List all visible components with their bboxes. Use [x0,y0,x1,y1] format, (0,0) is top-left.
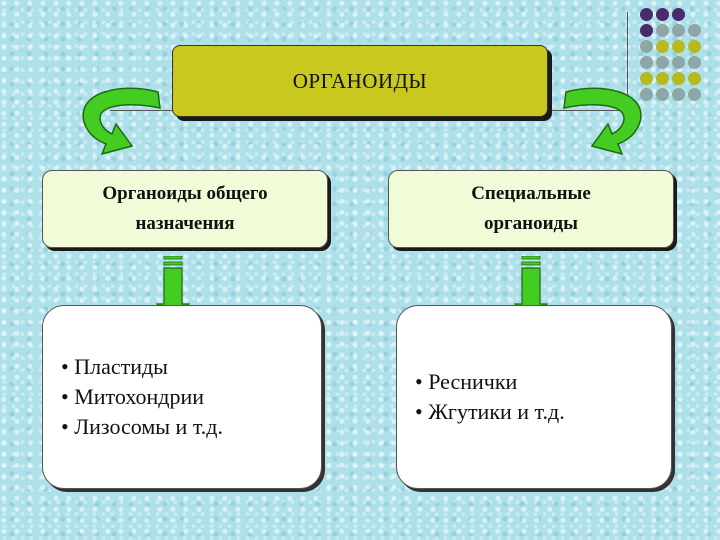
decorative-dot [656,40,669,53]
list-item: • Жгутики и т.д. [415,399,565,424]
decorative-dot [688,56,701,69]
decorative-dot [656,88,669,101]
decorative-dot [656,56,669,69]
decorative-dot [672,8,685,21]
decorative-dot [640,8,653,21]
decorative-dot [640,56,653,69]
category-general-line2: назначения [135,213,235,234]
curved-arrow-icon-right [563,87,642,156]
decorative-dot [688,88,701,101]
decorative-vertical-line [627,12,628,132]
decorative-dot [688,72,701,85]
decorative-dot [656,72,669,85]
category-general-line1: Органоиды общего [102,183,268,204]
list-special-box: • Реснички • Жгутики и т.д. [396,305,672,489]
decorative-dot [688,24,701,37]
decorative-dot [640,88,653,101]
title-box: ОРГАНОИДЫ [172,45,548,117]
category-special-line1: Специальные [471,183,591,204]
decorative-dot [656,8,669,21]
list-item: • Реснички [415,369,518,394]
list-general-box: • Пластиды • Митохондрии • Лизосомы и т.… [42,305,322,489]
decorative-dot [672,40,685,53]
decorative-dot [672,56,685,69]
list-item: • Пластиды [61,354,168,379]
category-special-line2: органоиды [483,213,579,234]
decorative-dot [672,88,685,101]
title-text: ОРГАНОИДЫ [292,68,428,93]
curved-arrow-icon-left [82,87,161,156]
decorative-dot [656,24,669,37]
list-item: • Лизосомы и т.д. [61,414,223,439]
category-general-box: Органоиды общего назначения [42,170,328,248]
category-special-box: Специальные органоиды [388,170,674,248]
list-item: • Митохондрии [61,384,204,409]
decorative-dot [640,40,653,53]
decorative-dot [640,72,653,85]
decorative-dot [672,24,685,37]
decorative-dot [688,40,701,53]
decorative-dot-grid [632,8,720,112]
decorative-dot [640,24,653,37]
decorative-dot [672,72,685,85]
